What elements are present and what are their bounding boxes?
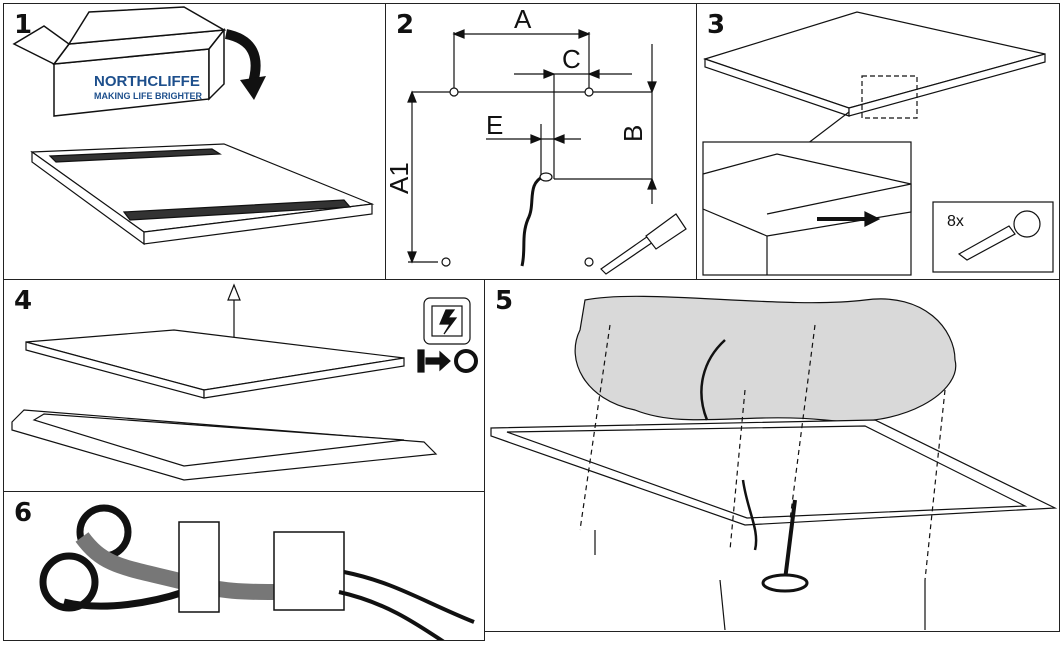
dimension-a1-label: A1: [386, 162, 414, 194]
step-number: 4: [14, 286, 33, 316]
ceiling-surface: [574, 295, 957, 422]
packaging-box: [12, 6, 227, 117]
brand-tagline: MAKING LIFE BRIGHTER: [94, 91, 202, 101]
power-off-icon: [417, 297, 478, 373]
clip-release-diagram: 8x: [702, 11, 1054, 276]
step-6-panel: 6: [3, 491, 485, 641]
terminal-block: [273, 531, 345, 611]
step-4-panel: 4: [3, 279, 485, 492]
spring-clip-icon: [957, 210, 1041, 261]
remove-frame-diagram: [11, 283, 478, 481]
step-number: 6: [14, 498, 33, 528]
dimension-a-label: A: [514, 4, 532, 34]
step-number: 2: [396, 10, 415, 40]
drill-bit-icon: [600, 213, 687, 275]
ceiling-mount-diagram: [490, 295, 1058, 631]
dimension-c-label: C: [562, 44, 581, 74]
step-1-panel: 1 NORTHCLIFFE MAKING LIFE BRIGHTER: [3, 3, 386, 280]
step-2-panel: 2 A C E: [385, 3, 697, 280]
led-panel: [30, 143, 375, 246]
brand-name: NORTHCLIFFE: [94, 73, 200, 90]
drilling-dimensions-diagram: A C E B A1: [386, 4, 687, 275]
dimension-e-label: E: [486, 110, 503, 140]
step-number: 3: [707, 10, 726, 40]
step-number: 1: [14, 10, 33, 40]
rotate-arrow-icon: [224, 29, 261, 88]
screwdriver-icon: [761, 499, 809, 593]
dimension-b-label: B: [618, 125, 648, 142]
strain-relief-clamp: [178, 521, 220, 613]
clip-quantity: 8x: [947, 213, 964, 230]
step-number: 5: [495, 286, 514, 316]
step-3-panel: 3 8x: [696, 3, 1060, 280]
wiring-connection-diagram: [39, 504, 475, 640]
unbox-illustration: NORTHCLIFFE MAKING LIFE BRIGHTER: [12, 6, 375, 246]
step-5-panel: 5: [484, 279, 1060, 632]
